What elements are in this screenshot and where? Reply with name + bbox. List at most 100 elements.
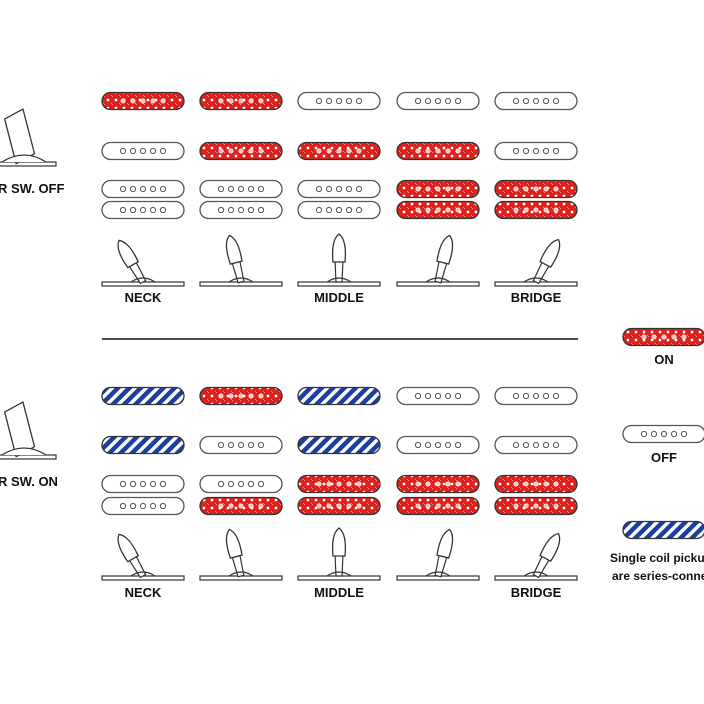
pole-piece [237, 206, 245, 214]
pole-piece [335, 206, 343, 214]
pole-piece [651, 334, 657, 340]
pole-piece [425, 503, 431, 509]
legend: ON OFF Single coil picku are series-conn… [610, 327, 704, 583]
pole-piece [434, 392, 442, 400]
pole-piece [670, 430, 678, 438]
pole-piece [425, 207, 431, 213]
pole-piece [217, 480, 225, 488]
neck-pickup [297, 386, 381, 406]
pole-piece [316, 503, 322, 509]
pole-piece [414, 441, 422, 449]
pole-piece [238, 148, 244, 154]
pole-piece [218, 393, 224, 399]
pole-piece [414, 97, 422, 105]
pole-piece [641, 334, 647, 340]
pole-piece [543, 503, 549, 509]
pole-piece [543, 481, 549, 487]
pole-piece [218, 503, 224, 509]
switch-lever [434, 528, 454, 578]
pole-piece [228, 503, 234, 509]
neck-pickup [396, 386, 480, 406]
switch-lever [532, 238, 561, 285]
pole-piece [552, 97, 560, 105]
middle-pickup [101, 141, 185, 161]
bridge-humbucker-top-coil [494, 474, 578, 494]
pole-piece [444, 441, 452, 449]
pole-piece [325, 206, 333, 214]
pole-piece [355, 97, 363, 105]
bridge-humbucker-bottom-coil [494, 496, 578, 516]
pole-piece [512, 97, 520, 105]
pole-piece [129, 185, 137, 193]
bridge-humbucker-top-coil [396, 179, 480, 199]
position-column [396, 386, 480, 581]
pole-piece [671, 334, 677, 340]
neck-pickup [494, 386, 578, 406]
pole-piece [455, 207, 461, 213]
pole-piece [512, 392, 520, 400]
pole-piece [522, 441, 530, 449]
legend-off-label: OFF [651, 450, 677, 465]
neck-pickup [101, 386, 185, 406]
pickup-body [101, 386, 185, 406]
position-column [494, 91, 578, 287]
pole-piece [218, 98, 224, 104]
pole-piece [434, 97, 442, 105]
switch-lever [434, 234, 454, 284]
pole-piece [533, 186, 539, 192]
legend-series-label-line2: are series-conne [612, 569, 704, 583]
five-way-switch-icon [199, 528, 283, 581]
switch-on-label: R SW. ON [0, 474, 58, 489]
pole-piece [129, 147, 137, 155]
pole-piece [640, 430, 648, 438]
pole-piece [522, 97, 530, 105]
pole-piece [149, 185, 157, 193]
pole-piece [248, 393, 254, 399]
middle-pickup [297, 141, 381, 161]
pole-piece [129, 480, 137, 488]
pole-piece [415, 148, 421, 154]
pole-piece [159, 480, 167, 488]
pole-piece [159, 206, 167, 214]
switch-lever [331, 233, 347, 283]
pole-piece [326, 481, 332, 487]
pole-piece [552, 392, 560, 400]
pole-piece [218, 148, 224, 154]
pickup-body [101, 435, 185, 455]
pole-piece [356, 503, 362, 509]
pickup-body [297, 386, 381, 406]
five-way-switch-icon [494, 532, 578, 581]
pole-piece [325, 185, 333, 193]
switch-tip [225, 234, 243, 265]
position-column [396, 91, 480, 287]
pole-piece [248, 503, 254, 509]
pole-piece [316, 148, 322, 154]
switch-tip [331, 527, 347, 557]
pole-piece [455, 503, 461, 509]
pole-piece [512, 441, 520, 449]
pole-piece [660, 430, 668, 438]
pole-piece [424, 441, 432, 449]
pole-piece [542, 147, 550, 155]
position-label-neck: NECK [125, 585, 162, 600]
pole-piece [356, 481, 362, 487]
position-label-bridge: BRIDGE [511, 585, 562, 600]
pole-piece [248, 98, 254, 104]
pole-piece [415, 186, 421, 192]
middle-pickup [101, 435, 185, 455]
five-way-switch-icon [396, 528, 480, 581]
pole-piece [345, 185, 353, 193]
pole-piece [415, 207, 421, 213]
pole-piece [345, 206, 353, 214]
pole-piece [335, 97, 343, 105]
pole-piece [315, 185, 323, 193]
position-column [297, 386, 381, 581]
pole-piece [435, 207, 441, 213]
pole-piece [425, 481, 431, 487]
pole-piece [119, 185, 127, 193]
bridge-humbucker-bottom-coil [494, 200, 578, 220]
pole-piece [513, 481, 519, 487]
bridge-humbucker-bottom-coil [199, 200, 283, 220]
pole-piece [553, 503, 559, 509]
pole-piece [139, 206, 147, 214]
